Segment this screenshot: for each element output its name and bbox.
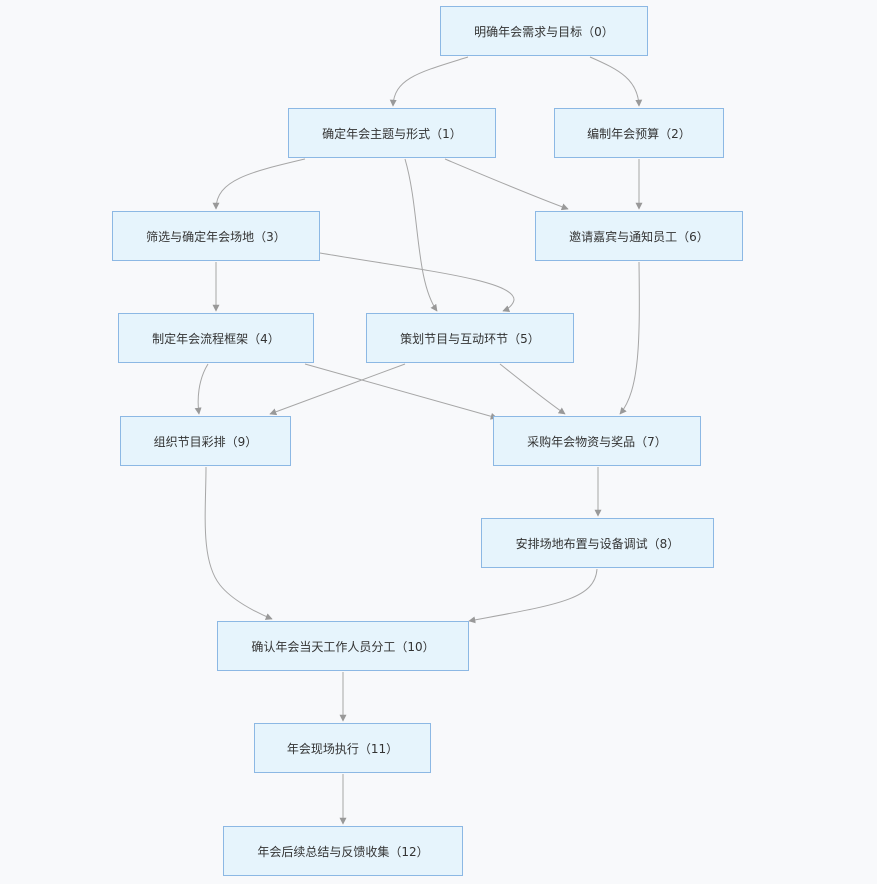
edge-n0-n2: [589, 56, 643, 107]
edge-n8-n10: [468, 568, 598, 624]
node-plan-program[interactable]: 策划节目与互动环节（5）: [366, 313, 574, 363]
node-venue-setup[interactable]: 安排场地布置与设备调试（8）: [481, 518, 714, 568]
edge-n1-n6: [444, 158, 569, 211]
node-process-framework[interactable]: 制定年会流程框架（4）: [118, 313, 314, 363]
node-decide-theme[interactable]: 确定年会主题与形式（1）: [288, 108, 496, 158]
node-onsite-execution[interactable]: 年会现场执行（11）: [254, 723, 431, 773]
node-invite-guests[interactable]: 邀请嘉宾与通知员工（6）: [535, 211, 743, 261]
edge-n1-n3: [212, 158, 306, 210]
edge-n6-n7: [619, 261, 640, 415]
node-clarify-needs[interactable]: 明确年会需求与目标（0）: [440, 6, 648, 56]
edge-n1-n5: [404, 158, 438, 312]
node-staff-assignment[interactable]: 确认年会当天工作人员分工（10）: [217, 621, 469, 671]
node-select-venue[interactable]: 筛选与确定年会场地（3）: [112, 211, 320, 261]
edge-n4-n7: [304, 363, 498, 420]
edge-n3-n5: [319, 252, 515, 312]
node-purchase-supplies[interactable]: 采购年会物资与奖品（7）: [493, 416, 701, 466]
edge-n0-n1: [389, 56, 469, 107]
node-summary-feedback[interactable]: 年会后续总结与反馈收集（12）: [223, 826, 463, 876]
node-budget[interactable]: 编制年会预算（2）: [554, 108, 724, 158]
edge-n4-n9: [194, 363, 209, 415]
node-rehearsal[interactable]: 组织节目彩排（9）: [120, 416, 291, 466]
edge-n5-n9: [269, 363, 406, 416]
edge-n9-n10: [204, 466, 273, 620]
edge-n5-n7: [499, 363, 566, 415]
